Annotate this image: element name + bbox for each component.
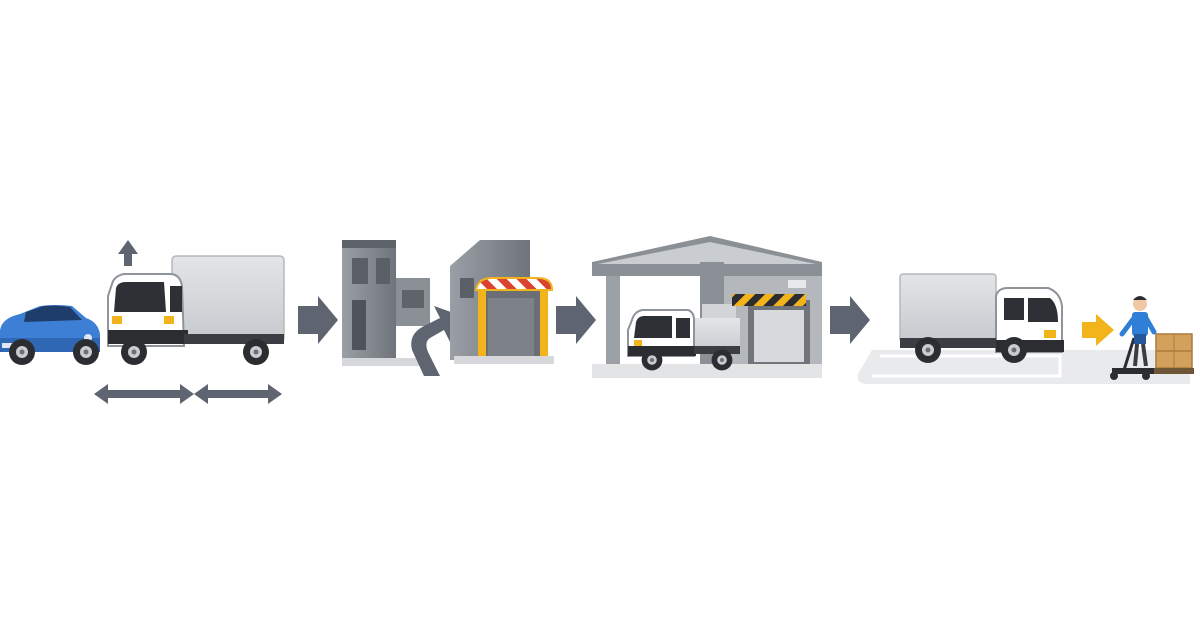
width-arrow-icon — [94, 384, 282, 404]
hand-cart-icon — [1110, 337, 1158, 380]
right-arrow-icon — [556, 296, 596, 344]
height-arrow-icon — [118, 240, 138, 266]
warning-stripe-icon — [474, 277, 554, 291]
pointer-arrow-icon — [1082, 314, 1114, 346]
step-narrow-building-entry — [342, 240, 462, 376]
truck-icon — [899, 273, 1064, 363]
step-loading-dock — [592, 236, 822, 378]
gate-icon — [450, 240, 554, 364]
car-icon — [0, 305, 100, 365]
warehouse-icon — [592, 236, 822, 378]
step-height-clearance-gate — [450, 240, 554, 364]
building-icon — [342, 240, 430, 366]
right-arrow-icon — [830, 296, 870, 344]
step-unloading-area — [857, 273, 1194, 384]
step-vehicle-size-compare — [0, 240, 285, 404]
truck-icon — [107, 255, 285, 365]
right-arrow-icon — [298, 296, 338, 344]
box-icon — [1154, 333, 1194, 374]
barrier-icon — [732, 294, 806, 306]
truck-icon — [627, 309, 740, 371]
worker-icon — [1119, 296, 1157, 367]
turn-arrow-icon — [411, 306, 462, 376]
